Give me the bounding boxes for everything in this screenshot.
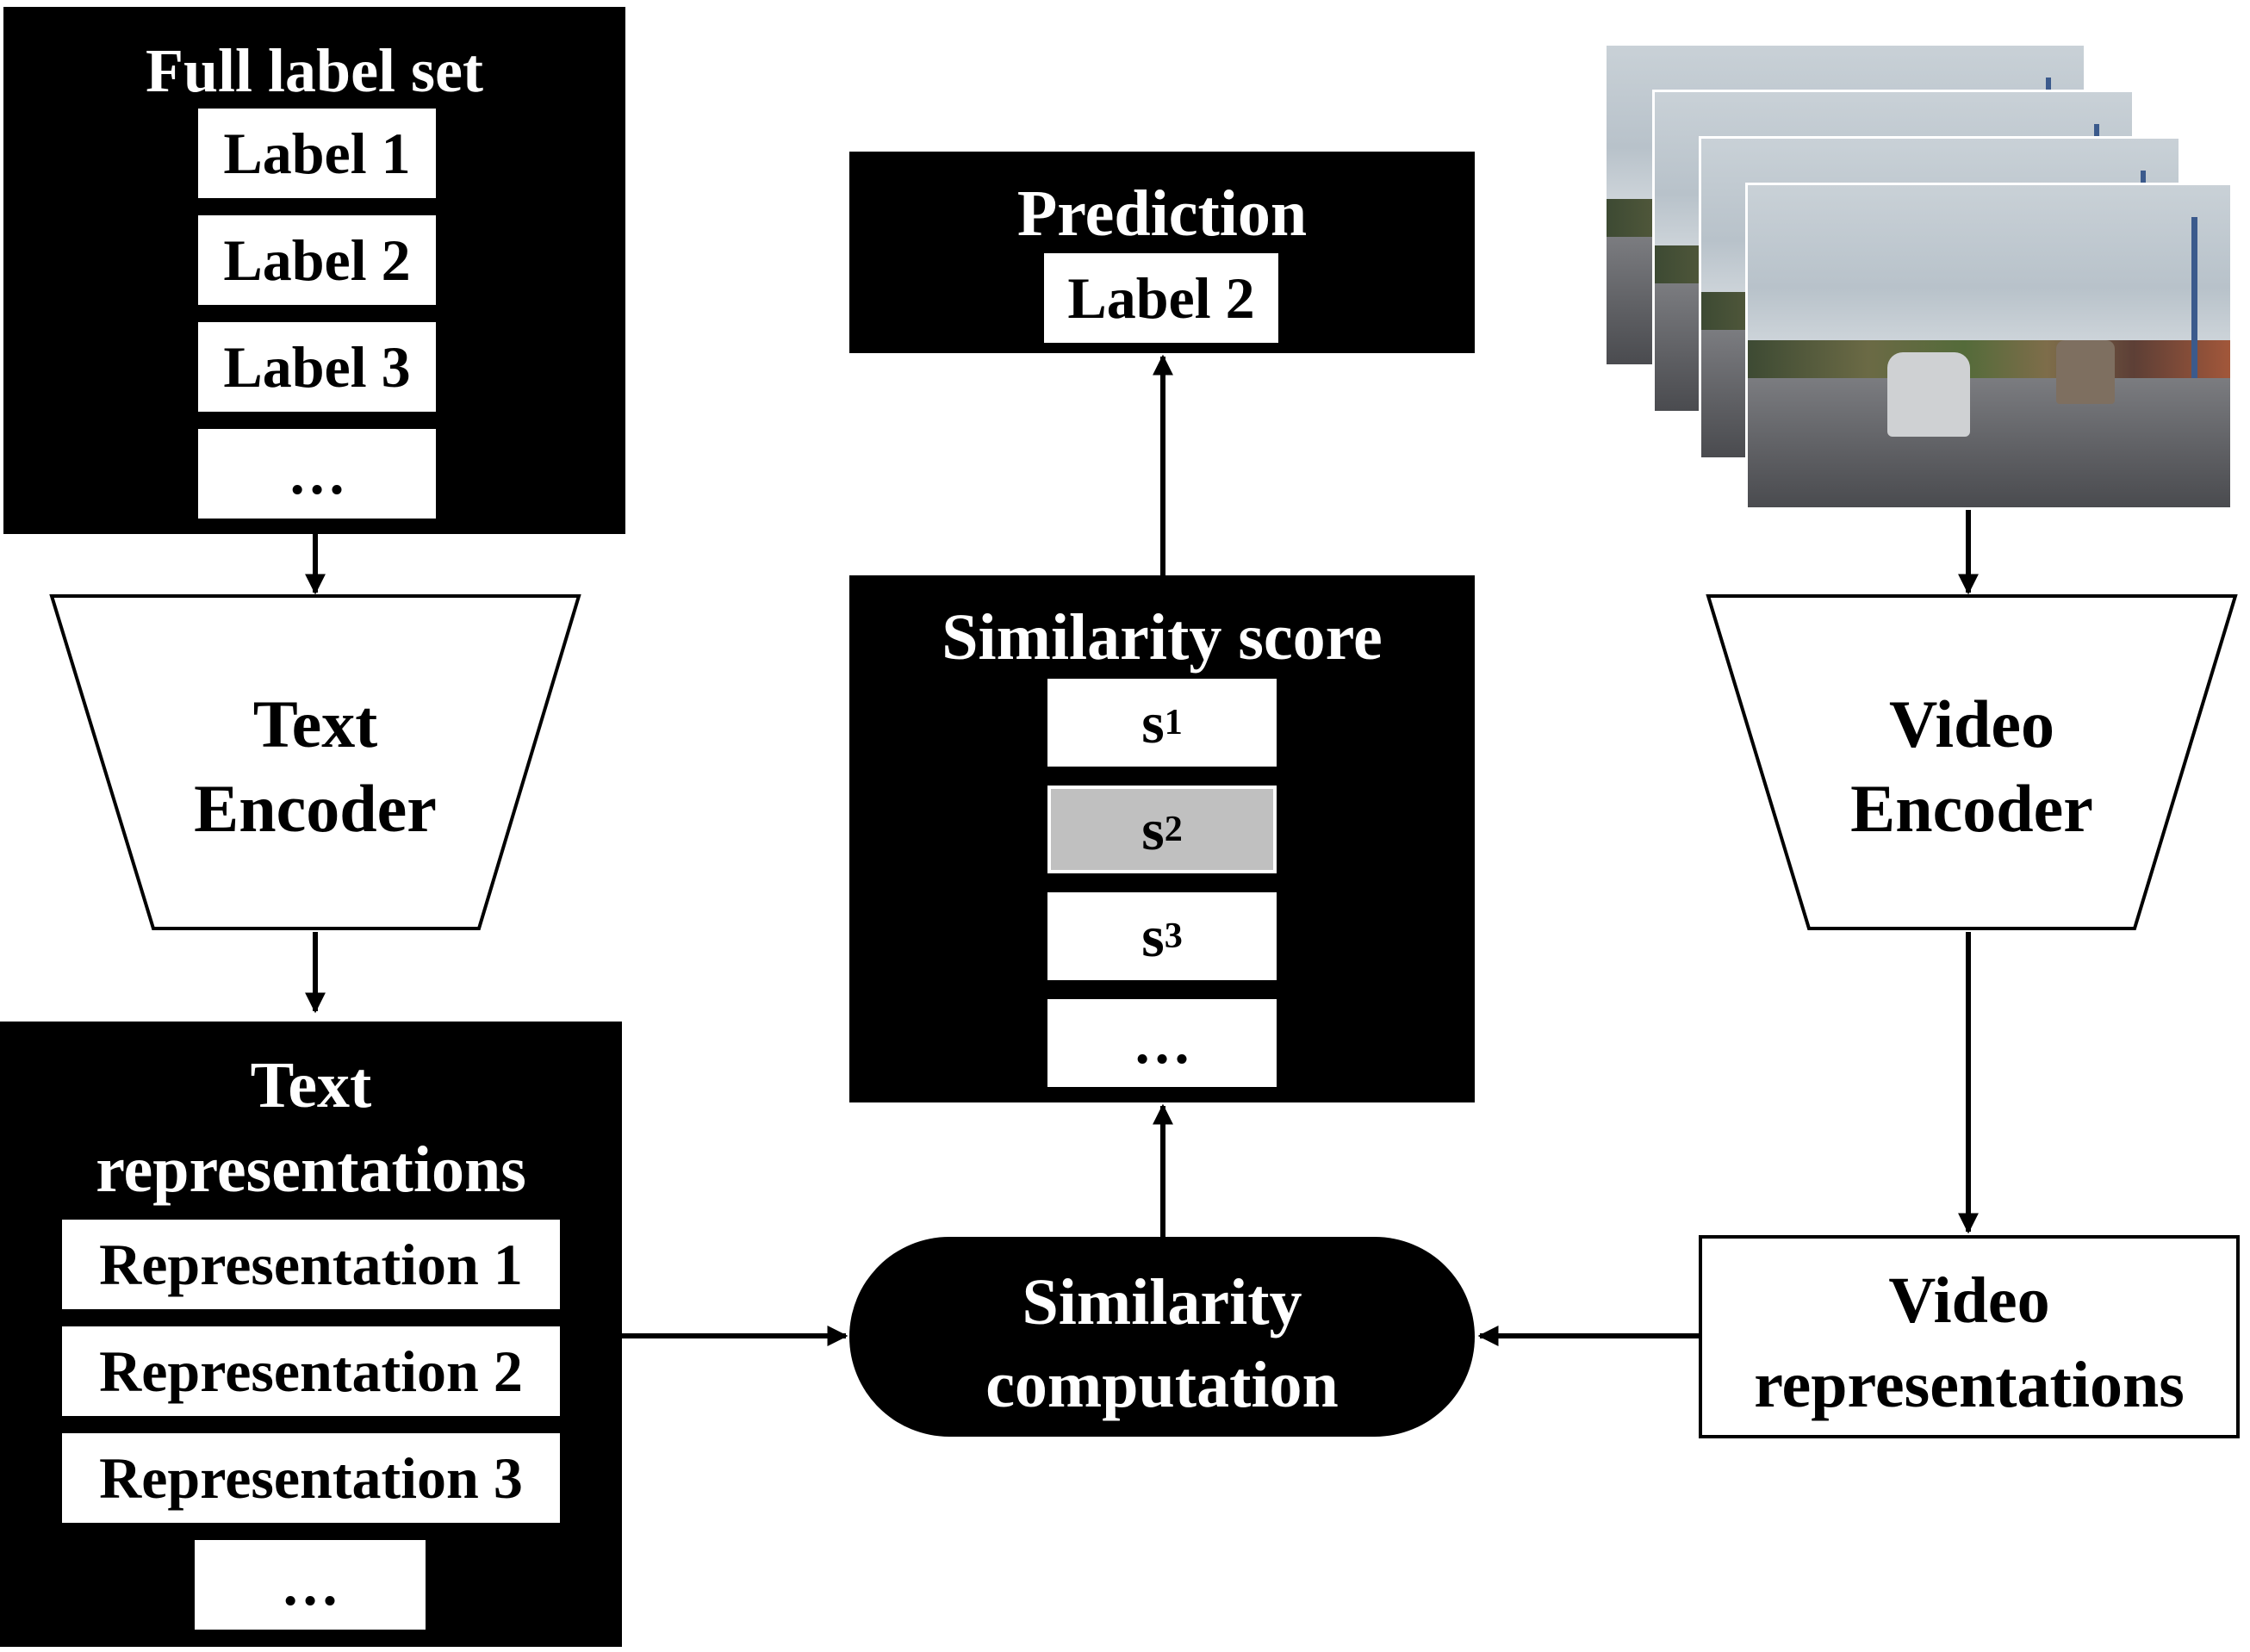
label-item: Label 2: [198, 215, 436, 305]
score-base: s: [1141, 796, 1165, 862]
text-encoder-line1: Text: [252, 686, 378, 761]
text-encoder-line2: Encoder: [194, 771, 437, 846]
representation-item: Representation 1: [62, 1220, 560, 1309]
video-encoder-line1: Video: [1888, 686, 2055, 761]
full-label-set-block: Full label set Label 1 Label 2 Label 3 …: [3, 7, 625, 534]
score-item: …: [1047, 999, 1277, 1087]
score-base: s: [1141, 903, 1165, 969]
prediction-title: Prediction: [1016, 177, 1308, 250]
representation-item: Representation 2: [62, 1326, 560, 1416]
label-item: Label 1: [198, 109, 436, 198]
prediction-block: Prediction Label 2: [849, 152, 1475, 353]
label-item: Label 3: [198, 322, 436, 412]
video-encoder-line2: Encoder: [1850, 771, 2093, 846]
video-encoder: Video Encoder: [1708, 596, 2235, 928]
video-representations-line1: Video: [1888, 1264, 2050, 1337]
text-encoder-shape: [49, 594, 581, 930]
score-base: s: [1141, 689, 1165, 755]
similarity-score-title: Similarity score: [942, 601, 1383, 674]
label-item: …: [198, 429, 436, 519]
representation-item: …: [195, 1540, 426, 1630]
video-representations-block: Video representations: [1699, 1235, 2240, 1438]
similarity-computation-block: Similarity computation: [849, 1237, 1475, 1437]
similarity-computation-line1: Similarity: [1022, 1266, 1302, 1338]
text-encoder: Text Encoder: [52, 596, 579, 928]
video-frames-stack: [1604, 43, 2233, 512]
text-representations-line2: representations: [96, 1133, 526, 1206]
score-base: …: [1133, 1009, 1191, 1076]
text-representations-block: Text representations Representation 1 Re…: [0, 1022, 622, 1647]
prediction-label: Label 2: [1044, 253, 1278, 343]
similarity-computation-line2: computation: [985, 1349, 1339, 1421]
video-encoder-shape: [1706, 594, 2238, 930]
full-label-set-title: Full label set: [146, 36, 483, 105]
text-representations-line1: Text: [250, 1049, 372, 1121]
representation-item: Representation 3: [62, 1433, 560, 1523]
video-representations-line2: representations: [1754, 1349, 2185, 1421]
video-frame: [1745, 183, 2233, 510]
